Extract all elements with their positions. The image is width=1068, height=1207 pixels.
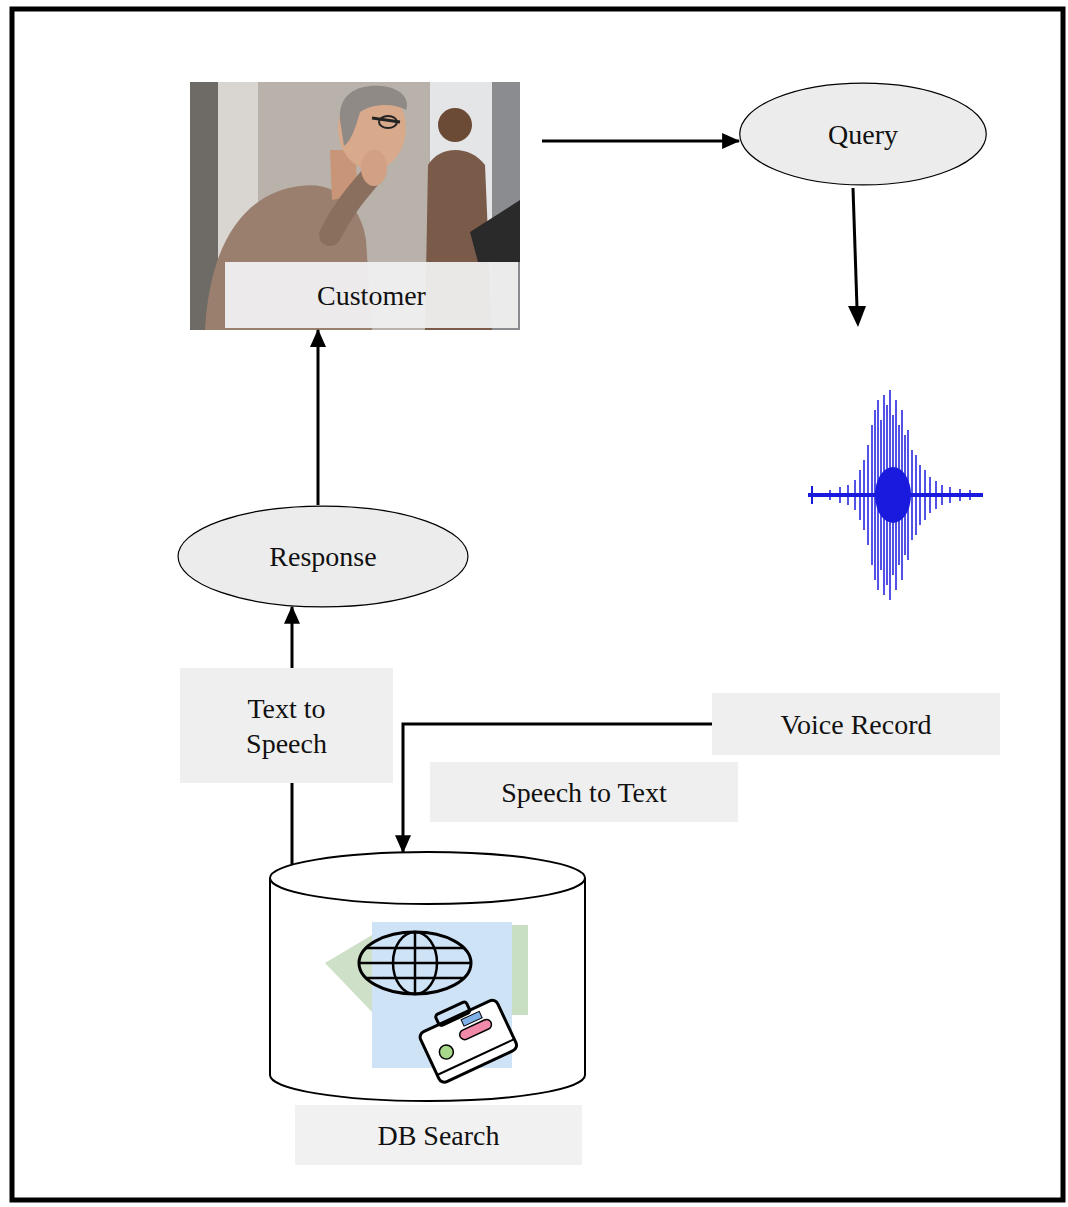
- process-box: Speech to Text: [430, 762, 738, 822]
- waveform: [808, 390, 983, 600]
- leader-arrow: [853, 188, 857, 308]
- node-label: Response: [269, 539, 376, 574]
- process-ellipse: Query: [738, 82, 988, 186]
- arrowhead: [848, 306, 866, 327]
- node-label: Voice Record: [780, 707, 931, 742]
- node-label: Customer: [317, 278, 426, 313]
- node-label: Speech to Text: [501, 775, 666, 810]
- connector-arrow: [542, 140, 739, 143]
- label-plate: DB Search: [295, 1105, 582, 1165]
- connector-arrow: [317, 330, 320, 505]
- label-plate: Customer: [225, 262, 518, 328]
- database: DB Search: [270, 852, 585, 1165]
- customer-photo: [190, 82, 520, 330]
- frame: [12, 9, 1063, 1200]
- actor-box: Customer: [190, 82, 520, 330]
- node-label: DB Search: [377, 1118, 499, 1153]
- connector-arrow: [291, 783, 294, 865]
- process-ellipse: Response: [176, 505, 470, 608]
- node-label: Text to Speech: [227, 691, 347, 761]
- process-box: Text to Speech: [180, 668, 393, 783]
- database-cylinder: [270, 852, 585, 1101]
- process-box: Voice Record: [712, 693, 1000, 755]
- connector-arrow: [291, 607, 294, 668]
- node-label: Query: [828, 117, 898, 152]
